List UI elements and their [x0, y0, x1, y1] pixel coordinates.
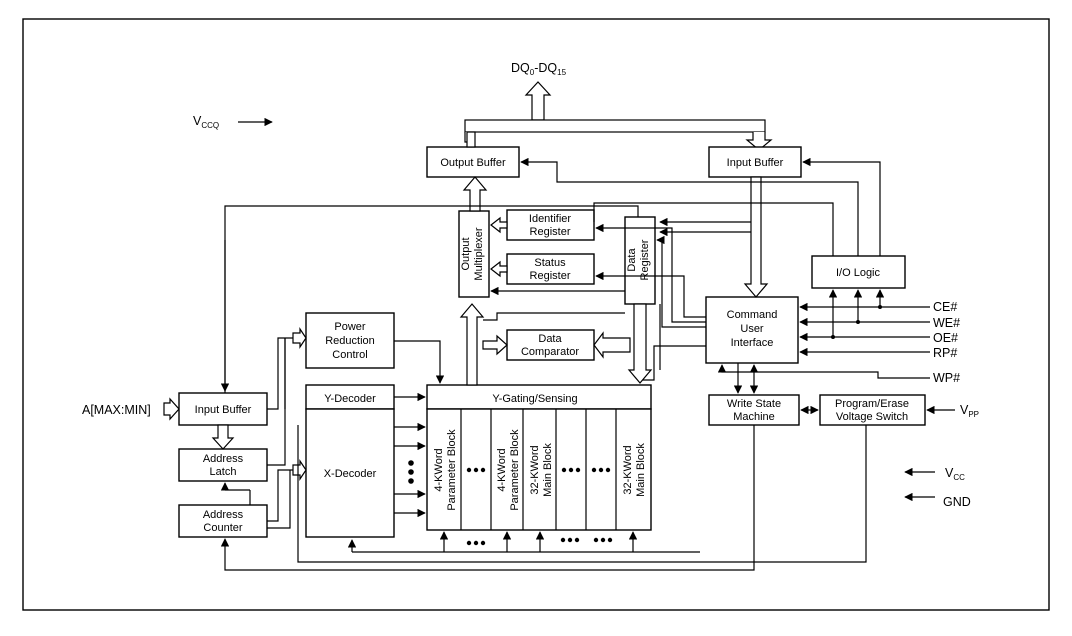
- x-decoder-label: X-Decoder: [324, 468, 377, 480]
- vccq-label: VCCQ: [193, 114, 219, 130]
- dq-bus-label: DQ0-DQ15: [511, 61, 567, 77]
- oe-signal-label: OE#: [933, 331, 958, 345]
- memory-array: [426, 408, 652, 531]
- y-decoder-block: [305, 384, 395, 410]
- y-gating-sensing-label: Y-Gating/Sensing: [492, 393, 577, 405]
- input-buffer-top-block: [708, 146, 802, 178]
- write-state-machine-block: [708, 394, 800, 426]
- x-decoder-block: [305, 408, 395, 538]
- input-buffer-top-label: Input Buffer: [727, 157, 784, 169]
- vpp-label: VPP: [960, 403, 979, 419]
- wp-signal-label: WP#: [933, 371, 960, 385]
- data-register-label: DataRegister: [626, 239, 651, 280]
- command-user-interface-block: [705, 296, 799, 364]
- memory-block-4-label: 32-KWordMain Block: [622, 443, 647, 497]
- rp-signal-label: RP#: [933, 346, 957, 360]
- vcc-label: VCC: [945, 466, 965, 482]
- ce-signal-label: CE#: [933, 300, 957, 314]
- control-signal-lines: [717, 289, 930, 379]
- address-counter-block: [178, 504, 268, 538]
- diagram-frame: [22, 18, 1050, 611]
- memory-block-2-label: 4-KWordParameter Block: [496, 429, 521, 511]
- dq-bus: [464, 81, 773, 151]
- output-multiplexer-label: OutputMultiplexer: [460, 227, 485, 281]
- address-input-label: A[MAX:MIN]: [82, 403, 151, 417]
- output-buffer-block: [426, 146, 520, 178]
- input-buffer-address-label: Input Buffer: [195, 404, 252, 416]
- y-decoder-label: Y-Decoder: [324, 393, 376, 405]
- array-ellipsis-dots: [408, 460, 613, 546]
- memory-block-1-label: 4-KWordParameter Block: [433, 429, 458, 511]
- output-buffer-label: Output Buffer: [440, 157, 506, 169]
- we-signal-label: WE#: [933, 316, 960, 330]
- address-bus-lines: [267, 327, 307, 529]
- gnd-label: GND: [943, 495, 971, 509]
- data-register-block: [624, 216, 656, 305]
- output-multiplexer-block: [458, 210, 490, 298]
- y-gating-sensing-block: [426, 384, 652, 410]
- program-erase-switch-block: [819, 394, 926, 426]
- io-logic-label: I/O Logic: [836, 267, 881, 279]
- memory-block-3-label: 32-KWordMain Block: [529, 443, 554, 497]
